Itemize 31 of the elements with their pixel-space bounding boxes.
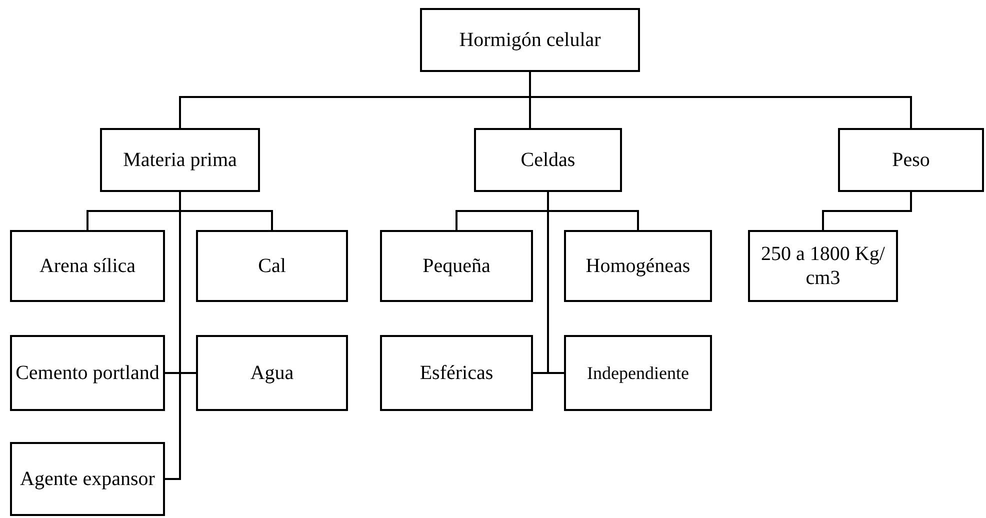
- process-box: [420, 8, 640, 72]
- process-box: [10, 230, 165, 302]
- process-box: [380, 230, 533, 302]
- node-label: Agente expansor: [20, 467, 155, 491]
- connector-line: [822, 192, 912, 230]
- process-box: [564, 335, 712, 411]
- node-label: 250 a 1800 Kg/ cm3: [760, 242, 886, 290]
- node-label: Cal: [258, 254, 286, 278]
- node-label: Celdas: [520, 148, 576, 172]
- node-label: Arena sílica: [39, 254, 136, 278]
- node-label: Hormigón celular: [459, 28, 601, 52]
- process-box: [474, 128, 622, 192]
- connector-line: [165, 192, 181, 480]
- process-box: [10, 442, 165, 516]
- process-box: [10, 335, 165, 411]
- process-box: [196, 335, 348, 411]
- process-box: [838, 128, 984, 192]
- node-label: Agua: [250, 361, 294, 385]
- node-label: Pequeña: [422, 254, 490, 278]
- process-box: [100, 128, 260, 192]
- node-label: Cemento portland: [16, 361, 160, 385]
- node-label: Peso: [892, 148, 930, 172]
- process-box: [748, 230, 898, 302]
- process-box: [380, 335, 533, 411]
- connector-line: [547, 192, 564, 374]
- process-box: [564, 230, 712, 302]
- node-label: Homogéneas: [586, 254, 690, 278]
- process-box: [196, 230, 348, 302]
- node-label: Materia prima: [123, 148, 237, 172]
- node-label: Independiente: [587, 362, 689, 385]
- node-label: Esféricas: [420, 361, 494, 385]
